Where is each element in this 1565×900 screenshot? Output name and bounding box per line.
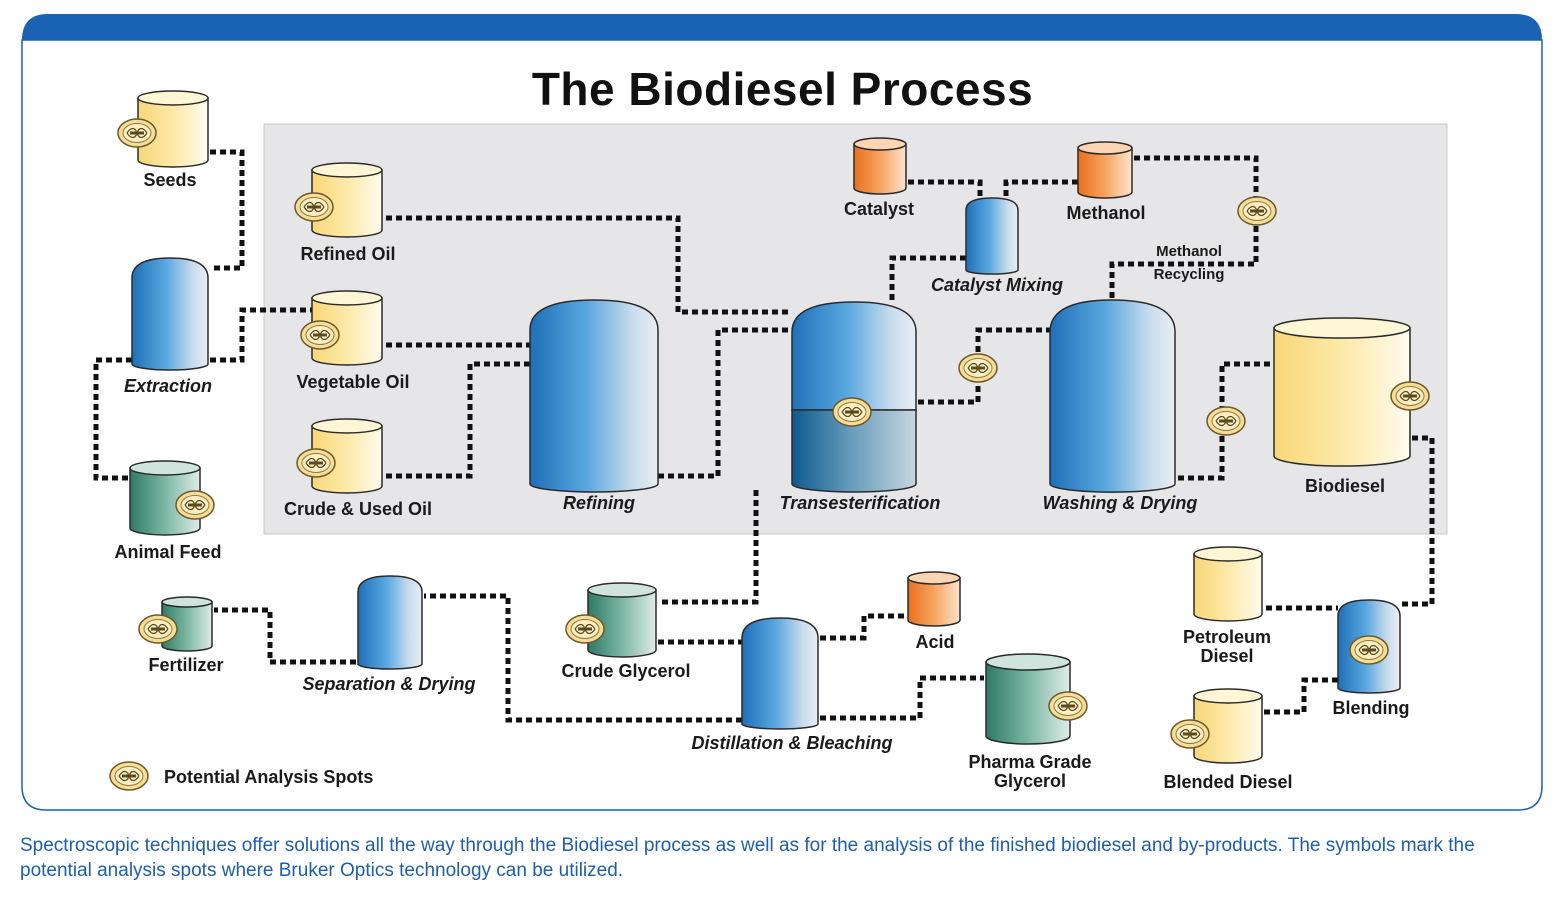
analysis-spot-icon bbox=[1206, 406, 1246, 436]
label-refining: Refining bbox=[563, 493, 635, 513]
distillation-bleaching-tank bbox=[741, 617, 819, 730]
connector-methanol-mixing bbox=[1003, 179, 1078, 198]
acid-tank bbox=[907, 571, 961, 627]
tanks bbox=[129, 90, 1411, 764]
connector-distill-acid bbox=[820, 613, 908, 641]
connector-crudeoil-refining bbox=[386, 361, 530, 479]
legend-label: Potential Analysis Spots bbox=[164, 767, 374, 787]
label-extraction: Extraction bbox=[123, 376, 213, 396]
connector-extraction-animalfeed bbox=[93, 357, 132, 481]
connector-blending-blended bbox=[1264, 677, 1338, 715]
analysis-spot-icon bbox=[1349, 635, 1389, 665]
analysis-spot-icon bbox=[958, 353, 998, 383]
analysis-spot-icon bbox=[300, 320, 340, 350]
label-blended-diesel: Blended Diesel bbox=[1163, 772, 1293, 792]
methanol-tank bbox=[1077, 141, 1133, 199]
label-separation-drying: Separation & Drying bbox=[302, 674, 476, 694]
connector-distill-pharma bbox=[820, 675, 984, 721]
transesterification-tank bbox=[791, 301, 917, 493]
animal-feed-tank bbox=[129, 460, 201, 536]
label-animal-feed: Animal Feed bbox=[114, 542, 222, 562]
analysis-spot-icon bbox=[294, 192, 334, 222]
extraction-tank bbox=[131, 257, 209, 371]
connector-extraction-vegoil bbox=[210, 307, 312, 363]
analysis-spot-icon bbox=[832, 397, 872, 427]
label-biodiesel: Biodiesel bbox=[1304, 476, 1386, 496]
label-distillation-bleaching: Distillation & Bleaching bbox=[691, 733, 893, 753]
crude-glycerol-tank bbox=[587, 582, 657, 658]
label-catalyst: Catalyst bbox=[843, 199, 915, 219]
label-pharma-glycerol-line2: Glycerol bbox=[993, 771, 1067, 791]
analysis-spot-icon bbox=[175, 490, 215, 520]
fertilizer-tank bbox=[161, 596, 213, 652]
analysis-spot-icon bbox=[1237, 196, 1277, 226]
connector-refining-trans bbox=[658, 327, 792, 479]
analysis-spot-icon bbox=[565, 614, 605, 644]
analysis-spot-icon bbox=[296, 448, 336, 478]
analysis-spot-icon bbox=[1048, 691, 1088, 721]
analysis-spot-icon bbox=[1390, 381, 1430, 411]
biodiesel-tank bbox=[1273, 317, 1411, 467]
connector-distill-separation bbox=[424, 593, 742, 723]
label-methanol-recycling-line2: Recycling bbox=[1153, 266, 1225, 283]
washing-drying-tank bbox=[1049, 299, 1176, 493]
refined-oil-tank bbox=[311, 162, 383, 238]
vegetable-oil-tank bbox=[311, 290, 383, 366]
analysis-spot-icon bbox=[117, 118, 157, 148]
refining-tank bbox=[529, 299, 659, 493]
label-catalyst-mixing: Catalyst Mixing bbox=[930, 275, 1064, 295]
label-transesterification: Transesterification bbox=[779, 493, 941, 513]
label-crude-glycerol: Crude Glycerol bbox=[561, 661, 691, 681]
label-washing-drying: Washing & Drying bbox=[1042, 493, 1198, 513]
crude-used-oil-tank bbox=[311, 418, 383, 494]
connector-seeds-extraction bbox=[210, 149, 245, 271]
label-pharma-glycerol-line1: Pharma Grade bbox=[968, 752, 1092, 772]
connector-separation-fertilizer bbox=[214, 607, 356, 665]
connector-trans-crudeglycerol bbox=[658, 490, 759, 605]
petroleum-diesel-tank bbox=[1193, 546, 1263, 622]
label-seeds: Seeds bbox=[143, 170, 197, 190]
label-fertilizer: Fertilizer bbox=[148, 655, 224, 675]
label-petroleum-diesel-line1: Petroleum bbox=[1182, 627, 1272, 647]
label-methanol-recycling-line1: Methanol bbox=[1156, 243, 1222, 260]
diagram-title: The Biodiesel Process bbox=[531, 63, 1034, 115]
connector-biodiesel-blending bbox=[1400, 435, 1435, 607]
analysis-spot-icon bbox=[138, 614, 178, 644]
separation-drying-tank bbox=[357, 575, 423, 670]
blended-diesel-tank bbox=[1193, 688, 1263, 764]
figure-caption: Spectroscopic techniques offer solutions… bbox=[20, 835, 1475, 881]
connector-mixing-trans bbox=[889, 255, 966, 302]
label-refined-oil: Refined Oil bbox=[300, 244, 396, 264]
analysis-spot-icon bbox=[1170, 719, 1210, 749]
seeds-tank bbox=[137, 90, 209, 168]
label-petroleum-diesel-line2: Diesel bbox=[1200, 646, 1254, 666]
label-acid: Acid bbox=[915, 632, 955, 652]
catalyst-tank bbox=[853, 137, 907, 195]
connector-refinedoil-trans bbox=[386, 215, 792, 315]
flow-connectors bbox=[93, 149, 1435, 723]
label-vegetable-oil: Vegetable Oil bbox=[296, 372, 410, 392]
label-methanol: Methanol bbox=[1066, 203, 1146, 223]
label-crude-used-oil: Crude & Used Oil bbox=[283, 499, 433, 519]
pharma-glycerol-tank bbox=[985, 653, 1071, 745]
label-blending: Blending bbox=[1332, 698, 1410, 718]
connector-methanol-recycling bbox=[1109, 155, 1259, 300]
catalyst-mixing-tank bbox=[965, 197, 1019, 275]
legend-analysis-spot-icon bbox=[109, 761, 149, 791]
connector-catalyst-mixing bbox=[908, 179, 983, 198]
